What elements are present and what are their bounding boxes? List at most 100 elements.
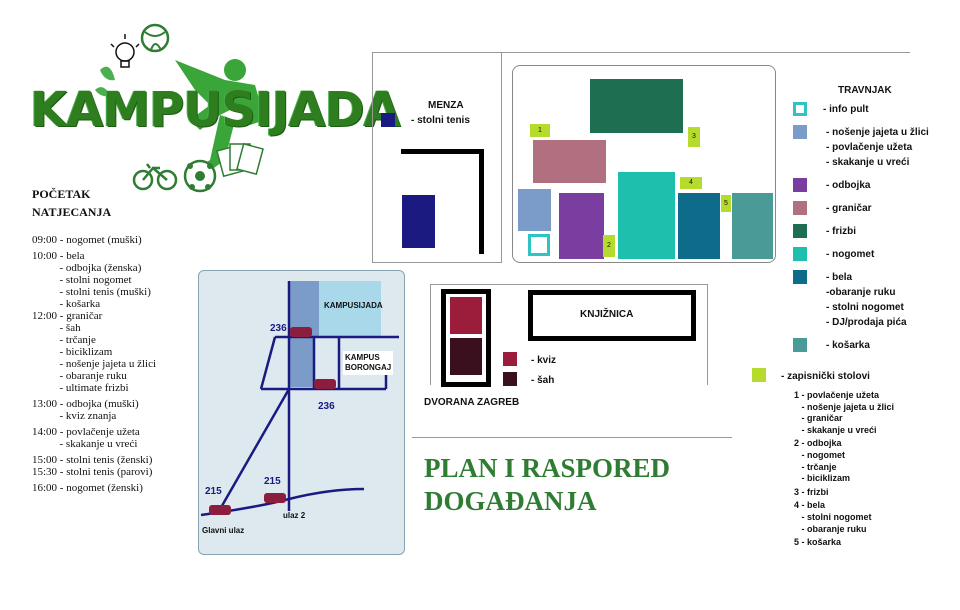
zapisnicki-line: 3 - frizbi (794, 486, 829, 497)
logo-text: KAMPUSIJADA (30, 82, 401, 138)
legend-label: - frizbi (826, 226, 856, 237)
schedule-line: - skakanje u vreći (32, 438, 138, 450)
dvorana-building (441, 289, 491, 387)
ulaz2-label: ulaz 2 (283, 511, 306, 520)
zapisnicki-line: 5 - košarka (794, 537, 842, 548)
sah-legend-label: - šah (531, 375, 555, 386)
legend-label: -obaranje ruku (826, 287, 896, 298)
menza-legend-label: - stolni tenis (411, 115, 470, 126)
knjiznica-title: KNJIŽNICA (580, 309, 634, 320)
zapisnicki-line: - graničar (794, 413, 843, 424)
schedule-line: 16:00 - nogomet (ženski) (32, 482, 143, 494)
plan-title-line1: PLAN I RASPORED (424, 453, 671, 483)
schedule-line: - stolni nogomet (32, 274, 132, 286)
legend-label: - nošenje jajeta u žlici (826, 127, 929, 138)
menza-building (372, 52, 502, 263)
schedule-line: - šah (32, 322, 81, 334)
table-marker-5: 5 (721, 195, 731, 212)
schedule-line: - stolni tenis (muški) (32, 286, 151, 298)
bus-236-bottom: 236 (318, 401, 335, 412)
sah-zone (450, 338, 482, 375)
legend-swatch (793, 270, 807, 284)
legend-label: - info pult (823, 104, 869, 115)
schedule-line: - košarka (32, 298, 101, 310)
legend-swatch (793, 102, 807, 116)
zapisnicki-line: 2 - odbojka (794, 438, 842, 449)
logo: KAMPUSIJADA (25, 20, 401, 200)
travnjak-legend: - info pult - nošenje jajeta u žlici - pov… (793, 102, 958, 352)
legend-swatch (793, 201, 807, 215)
plan-title-line2: DOGAĐANJA (424, 486, 597, 516)
legend-swatch (793, 247, 807, 261)
menza-title: MENZA (428, 100, 464, 111)
legend-label: - odbojka (826, 180, 871, 191)
bicycle-icon (132, 163, 178, 191)
travnjak-field (512, 65, 776, 263)
zapisnicki-line: - obaranje ruku (794, 523, 867, 534)
nosenje-zone (518, 189, 551, 231)
table-marker-4: 4 (680, 177, 702, 189)
table-marker-3: 3 (688, 127, 700, 147)
legend-swatch (793, 224, 807, 238)
schedule-line: - obaranje ruku (32, 370, 127, 382)
logo-graphic (95, 23, 265, 193)
zapisnicki-line: - nogomet (794, 449, 846, 460)
volleyball-icon (140, 23, 170, 53)
sah-legend-swatch (503, 372, 517, 386)
legend-label: - bela (826, 272, 853, 283)
legend-label: - stolni nogomet (826, 302, 904, 313)
bus-icon (209, 327, 336, 515)
table-marker-2: 2 (603, 235, 615, 257)
knjiznica-wall (528, 290, 696, 341)
stolni-tenis-zone (402, 195, 435, 248)
schedule-line: 15:30 - stolni tenis (parovi) (32, 466, 153, 478)
zapisnicki-line: - biciklizam (794, 473, 851, 484)
schedule-line: - nošenje jajeta u žlici (32, 358, 157, 370)
zapisnicki-label: - zapisnički stolovi (781, 371, 870, 382)
schedule-line: - ultimate frizbi (32, 382, 129, 394)
zapisnicki-swatch (752, 368, 766, 382)
schedule-line: - odbojka (ženska) (32, 262, 142, 274)
zapisnicki-line: - skakanje u vreći (794, 424, 877, 435)
zapisnicki-line: 4 - bela (794, 500, 826, 511)
schedule-line: - biciklizam (32, 346, 113, 358)
kampus-borongaj-label: KAMPUS BORONGAJ (343, 351, 393, 375)
dvorana-title: DVORANA ZAGREB (424, 397, 520, 408)
kampusijada-label: KAMPUSIJADA (324, 301, 383, 310)
legend-swatch (793, 178, 807, 192)
schedule-line: - kviz znanja (32, 410, 117, 422)
schedule-line: 13:00 - odbojka (muški) (32, 398, 139, 410)
campus-map-roads (200, 281, 399, 517)
soccer-ball-icon (183, 159, 217, 193)
info-pult (528, 234, 550, 256)
schedule-line: 15:00 - stolni tenis (ženski) (32, 454, 153, 466)
football-player-icon (175, 59, 265, 178)
frizbi-zone (590, 79, 683, 133)
kosarka-zone (732, 193, 773, 259)
kviz-legend-label: - kviz (531, 355, 557, 366)
nogomet-zone (618, 172, 675, 259)
odbojka-zone (559, 193, 604, 259)
lightbulb-icon (110, 34, 140, 68)
zapisnicki-line: 1 - povlačenje užeta (794, 390, 880, 400)
schedule-line: 14:00 - povlačenje užeta (32, 426, 140, 438)
legend-swatch (793, 338, 807, 352)
section-divider (412, 437, 732, 438)
top-divider (372, 52, 910, 53)
table-marker-1: 1 (530, 124, 550, 137)
travnjak-legend-title: TRAVNJAK (838, 85, 892, 96)
playing-cards-icon (216, 142, 264, 178)
zapisnicki-line: - trčanje (794, 461, 837, 472)
kviz-zone (450, 297, 482, 334)
leaf-decoration-icon (95, 66, 115, 97)
legend-label: - nogomet (826, 249, 875, 260)
schedule-line: 10:00 - bela (32, 250, 85, 262)
kviz-legend-swatch (503, 352, 517, 366)
legend-label: - košarka (826, 340, 870, 351)
plan-title: PLAN I RASPORED DOGAĐANJA (424, 452, 670, 518)
granicar-zone (533, 140, 606, 183)
legend-label: - DJ/prodaja pića (826, 317, 907, 328)
legend-label: - skakanje u vreći (826, 157, 910, 168)
bus-236-top: 236 (270, 323, 287, 334)
legend-label: - povlačenje užeta (826, 142, 913, 153)
